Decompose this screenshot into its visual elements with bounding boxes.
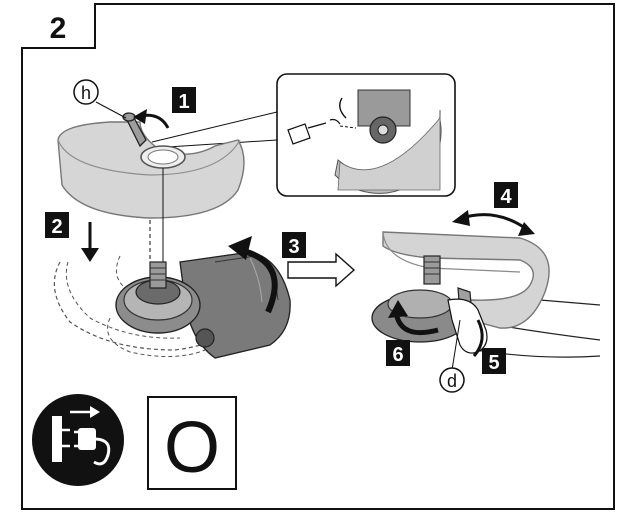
grinder-left (53, 251, 291, 359)
callout-h-label: h (81, 83, 91, 103)
down-arrow (81, 222, 99, 262)
step-1-label: 1 (178, 91, 189, 113)
unplug-icon (32, 394, 124, 486)
rotate-arrow-right (388, 300, 439, 336)
panel-number: 2 (50, 12, 67, 45)
step-5-label: 5 (488, 352, 499, 374)
grease-tube-icon (287, 123, 311, 145)
step-5-badge: 5 (482, 348, 506, 374)
zero-symbol-box: O (147, 396, 237, 490)
zero-symbol-label: O (164, 408, 220, 488)
step-4-label: 4 (500, 186, 512, 208)
step-6-badge: 6 (386, 340, 410, 366)
step-1-badge: 1 (172, 87, 196, 113)
spindle-left (149, 261, 167, 289)
callout-d-label: d (447, 371, 457, 391)
step-2-label: 2 (51, 216, 62, 238)
grinder-right (371, 231, 601, 358)
hand-icon (447, 298, 488, 354)
next-arrow-icon (287, 252, 356, 288)
swivel-double-arrow (452, 210, 535, 236)
callout-h: h (73, 79, 127, 119)
step-2-badge: 2 (45, 212, 69, 238)
step-3-label: 3 (288, 236, 299, 258)
spindle-right (423, 255, 441, 285)
callout-d: d (439, 319, 465, 393)
step-6-label: 6 (392, 344, 403, 366)
rotate-arrow-left (228, 236, 278, 314)
step-3-badge: 3 (282, 232, 306, 258)
wheel-guard-lifted (57, 109, 245, 219)
detail-inset (151, 73, 456, 197)
step-4-badge: 4 (494, 182, 518, 208)
